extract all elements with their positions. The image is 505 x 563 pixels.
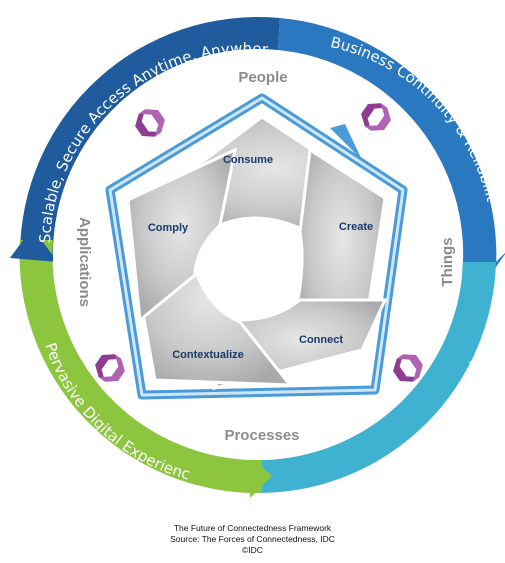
connector-icon — [393, 354, 423, 382]
caption-copyright: ©IDC — [242, 545, 263, 555]
petal-label-create: Create — [339, 221, 373, 233]
side-label-processes: Processes — [224, 427, 299, 444]
figure-caption: The Future of Connectedness Framework So… — [0, 523, 505, 556]
petal-label-connect: Connect — [299, 334, 343, 346]
caption-title: The Future of Connectedness Framework — [173, 523, 332, 533]
side-label-people: People — [238, 69, 287, 86]
ring-segment-insights — [262, 262, 496, 493]
side-label-things: Things — [439, 237, 456, 286]
ring-segment-experiences — [19, 240, 262, 494]
petal-label-consume: Consume — [223, 154, 273, 166]
side-label-applications: Applications — [76, 217, 93, 307]
petal-label-contextualize: Contextualize — [172, 349, 244, 361]
pentagon-outline — [105, 93, 408, 400]
connector-icon — [361, 103, 391, 131]
petal-comply — [126, 147, 238, 323]
pinwheel: Consume Create Connect Contextualize Com… — [125, 115, 389, 391]
ring-segment-continuity — [278, 18, 497, 268]
flow-arrow-icon — [330, 124, 362, 160]
connector-icon — [95, 354, 125, 382]
petal-label-comply: Comply — [148, 222, 189, 234]
center-label-line2: Motion — [237, 264, 286, 281]
center-label-line1: Data in — [237, 244, 287, 261]
connector-icon — [135, 109, 165, 137]
caption-source: Source: The Forces of Connectedness, IDC — [170, 534, 335, 544]
ring-segment-access — [19, 16, 280, 256]
